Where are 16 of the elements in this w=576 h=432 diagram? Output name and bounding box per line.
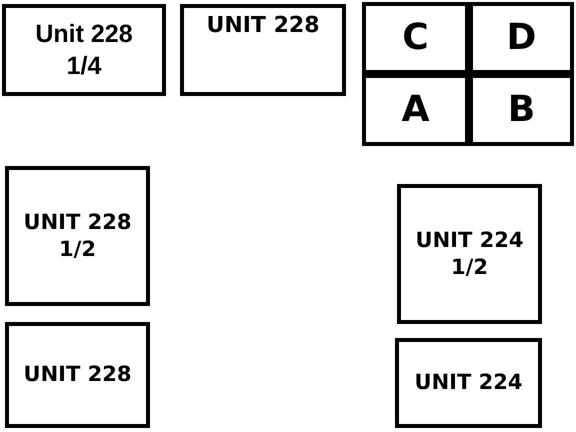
storage-unit-box bbox=[180, 4, 346, 96]
unit-label: UNIT 224 1/2 bbox=[414, 226, 524, 281]
unit-label: UNIT 228 bbox=[206, 12, 320, 40]
section-letter: A bbox=[402, 88, 430, 132]
unit-label: UNIT 224 bbox=[414, 369, 522, 396]
storage-unit-box bbox=[395, 338, 542, 428]
section-letter: C bbox=[402, 16, 429, 60]
section-letter: D bbox=[506, 16, 536, 60]
storage-unit-box bbox=[5, 322, 150, 428]
storage-unit-box bbox=[5, 166, 150, 306]
storage-unit-box bbox=[2, 4, 166, 96]
section-letter: B bbox=[508, 88, 536, 132]
unit-label: UNIT 228 bbox=[24, 361, 132, 388]
unit-label: UNIT 228 1/2 bbox=[22, 208, 132, 263]
unit-label: Unit 228 1/4 bbox=[34, 18, 134, 82]
storage-unit-box bbox=[397, 184, 542, 324]
